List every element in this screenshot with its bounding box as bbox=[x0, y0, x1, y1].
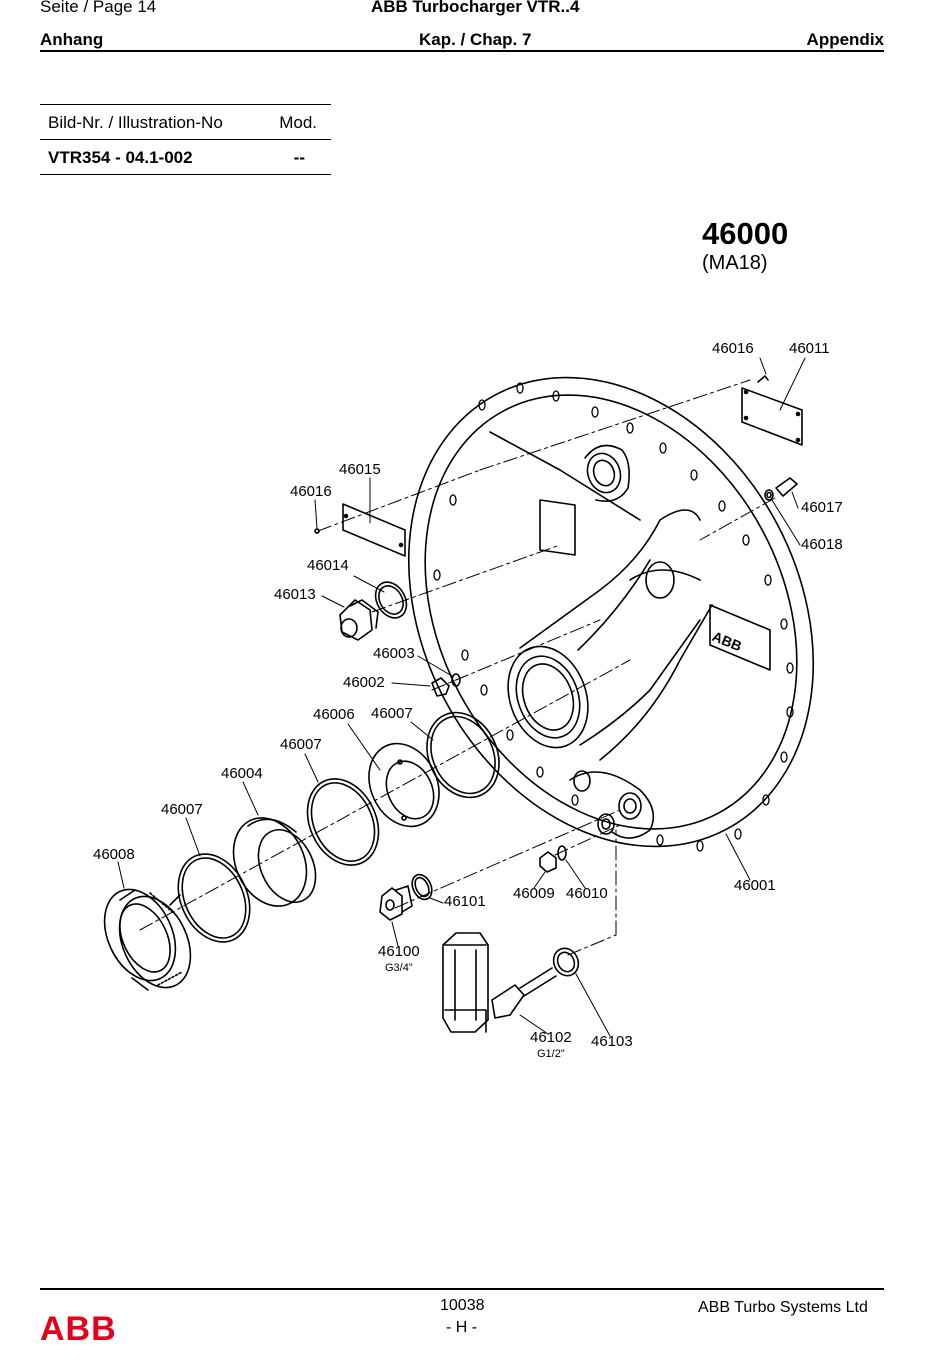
callout-46014: 46014 bbox=[307, 557, 349, 574]
callout-46018: 46018 bbox=[801, 536, 843, 553]
table-header-mod: Mod. bbox=[279, 113, 317, 132]
illustration-table: Bild-Nr. / Illustration-No Mod. VTR354 -… bbox=[40, 104, 331, 175]
company-name: ABB Turbo Systems Ltd bbox=[698, 1299, 868, 1316]
callout-46007-lower: 46007 bbox=[161, 801, 203, 818]
ring-46007-middle bbox=[306, 778, 380, 866]
exploded-view-drawing bbox=[103, 357, 815, 1037]
callout-46015: 46015 bbox=[339, 461, 381, 478]
nameplate-46015 bbox=[314, 503, 406, 557]
footer-rule bbox=[40, 1288, 884, 1290]
page-number: Seite / Page 14 bbox=[40, 0, 157, 16]
abb-logo: ABB bbox=[40, 1310, 117, 1348]
document-number: 10038 bbox=[440, 1297, 485, 1314]
flange-bolt-holes bbox=[433, 382, 794, 852]
cap-46004 bbox=[232, 817, 317, 907]
callout-46017: 46017 bbox=[801, 499, 843, 516]
callout-46002: 46002 bbox=[343, 674, 385, 691]
ring-46007-lower bbox=[177, 853, 251, 943]
table-cell-illustration-no: VTR354 - 04.1-002 bbox=[48, 148, 193, 167]
callout-46004: 46004 bbox=[221, 765, 263, 782]
callout-46001: 46001 bbox=[734, 877, 776, 894]
callout-46016-top: 46016 bbox=[712, 340, 754, 357]
callout-46103: 46103 bbox=[591, 1033, 633, 1050]
plug-46002 bbox=[431, 673, 461, 697]
sight-glass-46102 bbox=[442, 932, 580, 1033]
table-cell-mod: -- bbox=[293, 148, 305, 167]
plug-46009 bbox=[539, 845, 567, 873]
ring-46007-upper bbox=[426, 711, 500, 799]
callout-46008: 46008 bbox=[93, 846, 135, 863]
callout-46102: 46102 bbox=[530, 1029, 572, 1046]
callout-46100-thread: G3/4" bbox=[385, 962, 413, 974]
table-top-rule bbox=[40, 104, 331, 105]
cover-46006 bbox=[368, 742, 440, 828]
plug-46013 bbox=[339, 581, 408, 641]
callout-46007-middle: 46007 bbox=[280, 736, 322, 753]
callout-46006: 46006 bbox=[313, 706, 355, 723]
document-title: ABB Turbocharger VTR..4 bbox=[371, 0, 580, 16]
callout-46102-thread: G1/2" bbox=[537, 1048, 565, 1060]
callout-46013: 46013 bbox=[274, 586, 316, 603]
screw-46017 bbox=[764, 477, 798, 501]
callout-46011: 46011 bbox=[789, 340, 830, 357]
callout-46009: 46009 bbox=[513, 885, 555, 902]
revision-label: - H - bbox=[446, 1319, 478, 1336]
table-bottom-rule bbox=[40, 174, 331, 175]
callout-46007-upper: 46007 bbox=[371, 705, 413, 722]
nameplate-46011 bbox=[741, 375, 803, 446]
chapter-label: Kap. / Chap. 7 bbox=[419, 30, 532, 49]
table-row: VTR354 - 04.1-002 -- bbox=[40, 140, 331, 174]
table-mid-rule bbox=[40, 139, 331, 140]
housing-46001 bbox=[407, 376, 815, 852]
table-header-row: Bild-Nr. / Illustration-No Mod. bbox=[40, 105, 331, 139]
plug-46100 bbox=[379, 873, 433, 921]
callout-46010: 46010 bbox=[566, 885, 608, 902]
callout-46003: 46003 bbox=[373, 645, 415, 662]
callout-46016-left: 46016 bbox=[290, 483, 332, 500]
header-right-label: Appendix bbox=[806, 30, 884, 49]
assembly-axis-lines bbox=[139, 379, 776, 956]
callout-leaders bbox=[117, 357, 806, 1037]
assembly-code: (MA18) bbox=[702, 252, 768, 274]
callout-46100: 46100 bbox=[378, 943, 420, 960]
table-header-illustration: Bild-Nr. / Illustration-No bbox=[48, 113, 223, 132]
header-left-label: Anhang bbox=[40, 30, 104, 49]
nut-46008 bbox=[103, 888, 192, 991]
assembly-number: 46000 bbox=[702, 216, 789, 251]
callout-46101: 46101 bbox=[444, 893, 486, 910]
header-rule bbox=[40, 50, 884, 52]
